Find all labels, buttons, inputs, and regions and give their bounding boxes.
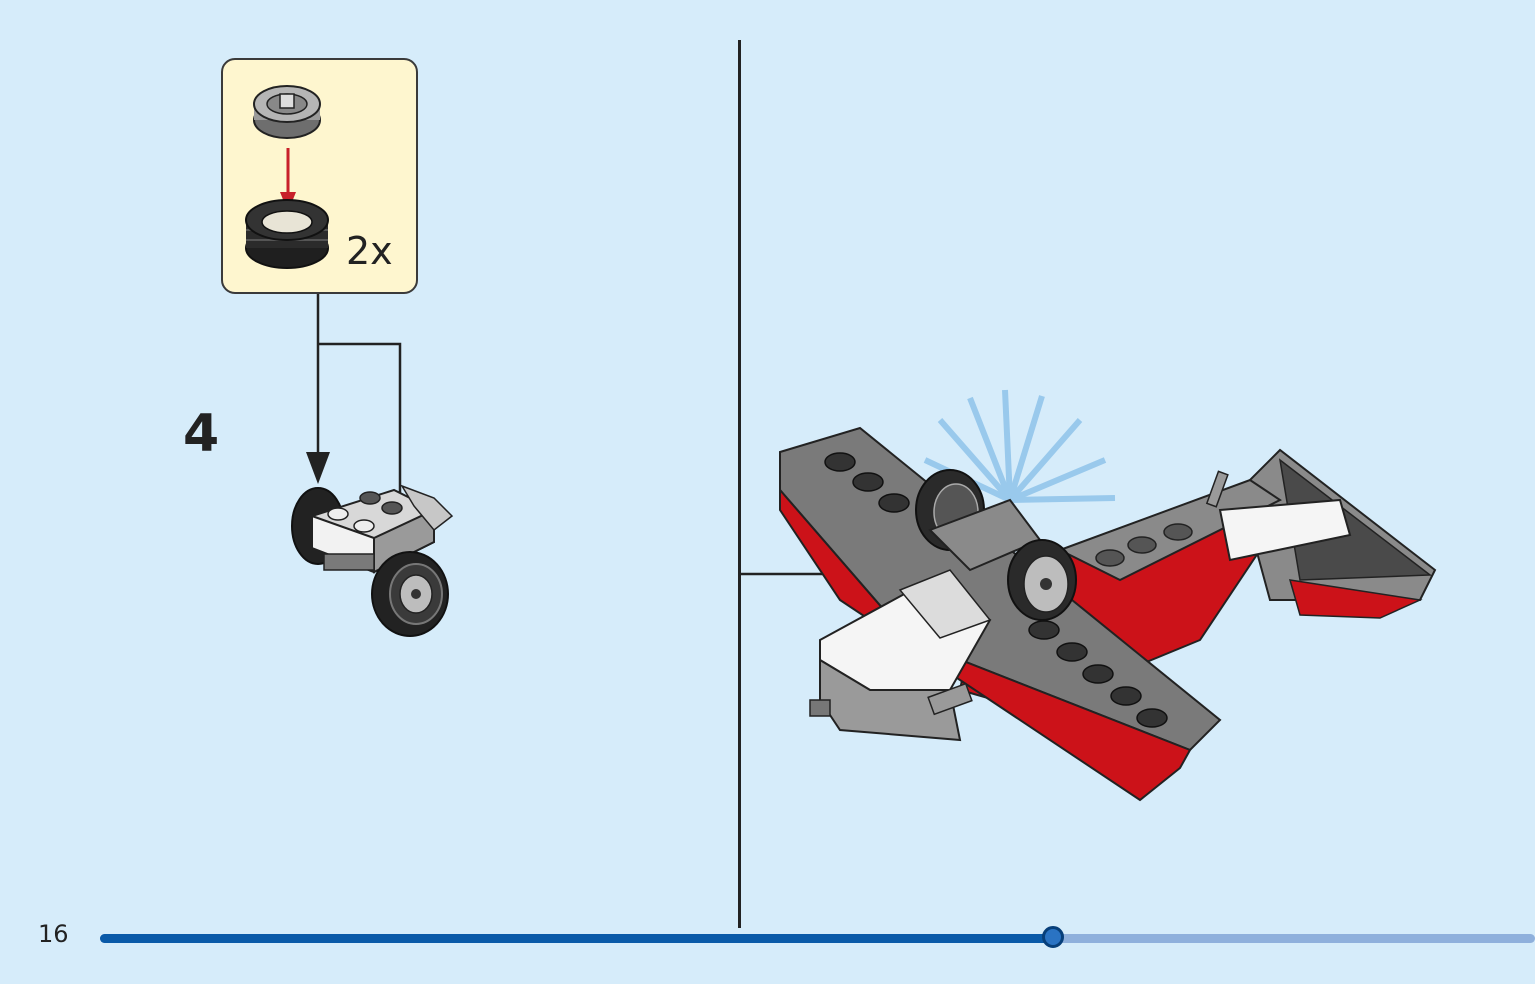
page-number: 16 (38, 920, 69, 948)
progress-knob (1042, 926, 1064, 948)
wheel-subassembly-illustration (291, 484, 454, 637)
tire-part (245, 199, 329, 269)
progress-fill (100, 934, 1053, 943)
step-number: 4 (183, 404, 220, 464)
spark-burst-icon (923, 389, 1116, 503)
quantity-label: 2x (346, 229, 393, 273)
step-divider (738, 40, 741, 928)
airplane-model-illustration (779, 389, 1437, 802)
wheel-rim-part (253, 85, 321, 139)
